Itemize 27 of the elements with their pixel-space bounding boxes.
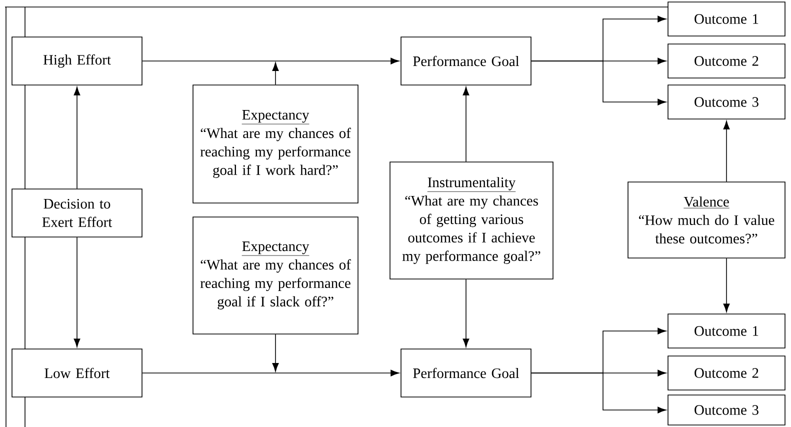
arrow (74, 237, 80, 348)
arrow (723, 120, 730, 182)
arrow (723, 258, 730, 312)
arrow (142, 58, 400, 64)
arrow (74, 86, 80, 189)
question-box: Expectancy “What are my chances of reaching my performance goal if I slack off?” (192, 216, 358, 334)
arrow (531, 372, 666, 414)
arrow (462, 279, 470, 348)
process-box: Outcome 2 (668, 356, 786, 390)
arrow (531, 60, 666, 106)
process-box: High Effort (12, 36, 142, 86)
process-box: Outcome 3 (668, 84, 786, 120)
question-box: Expectancy “What are my chances of reaching my performance goal if I work hard?” (192, 84, 358, 204)
process-box: Outcome 1 (668, 2, 786, 36)
arrow (272, 334, 279, 372)
process-box: Decision to Exert Effort (12, 188, 142, 238)
process-box: Performance Goal (400, 36, 532, 86)
process-box: Low Effort (12, 348, 142, 398)
arrow (142, 370, 400, 376)
process-box: Outcome 1 (668, 314, 786, 348)
process-box: Performance Goal (400, 348, 532, 398)
question-box: Valence “How much do I value these outcomes?” (628, 182, 786, 258)
arrow (462, 86, 470, 162)
question-box: Instrumentality “What are my chances of getting various outcomes if I achieve my performance goal?” (390, 162, 554, 280)
process-box: Outcome 3 (668, 394, 786, 426)
process-box: Outcome 2 (668, 44, 786, 78)
arrow (272, 62, 279, 85)
